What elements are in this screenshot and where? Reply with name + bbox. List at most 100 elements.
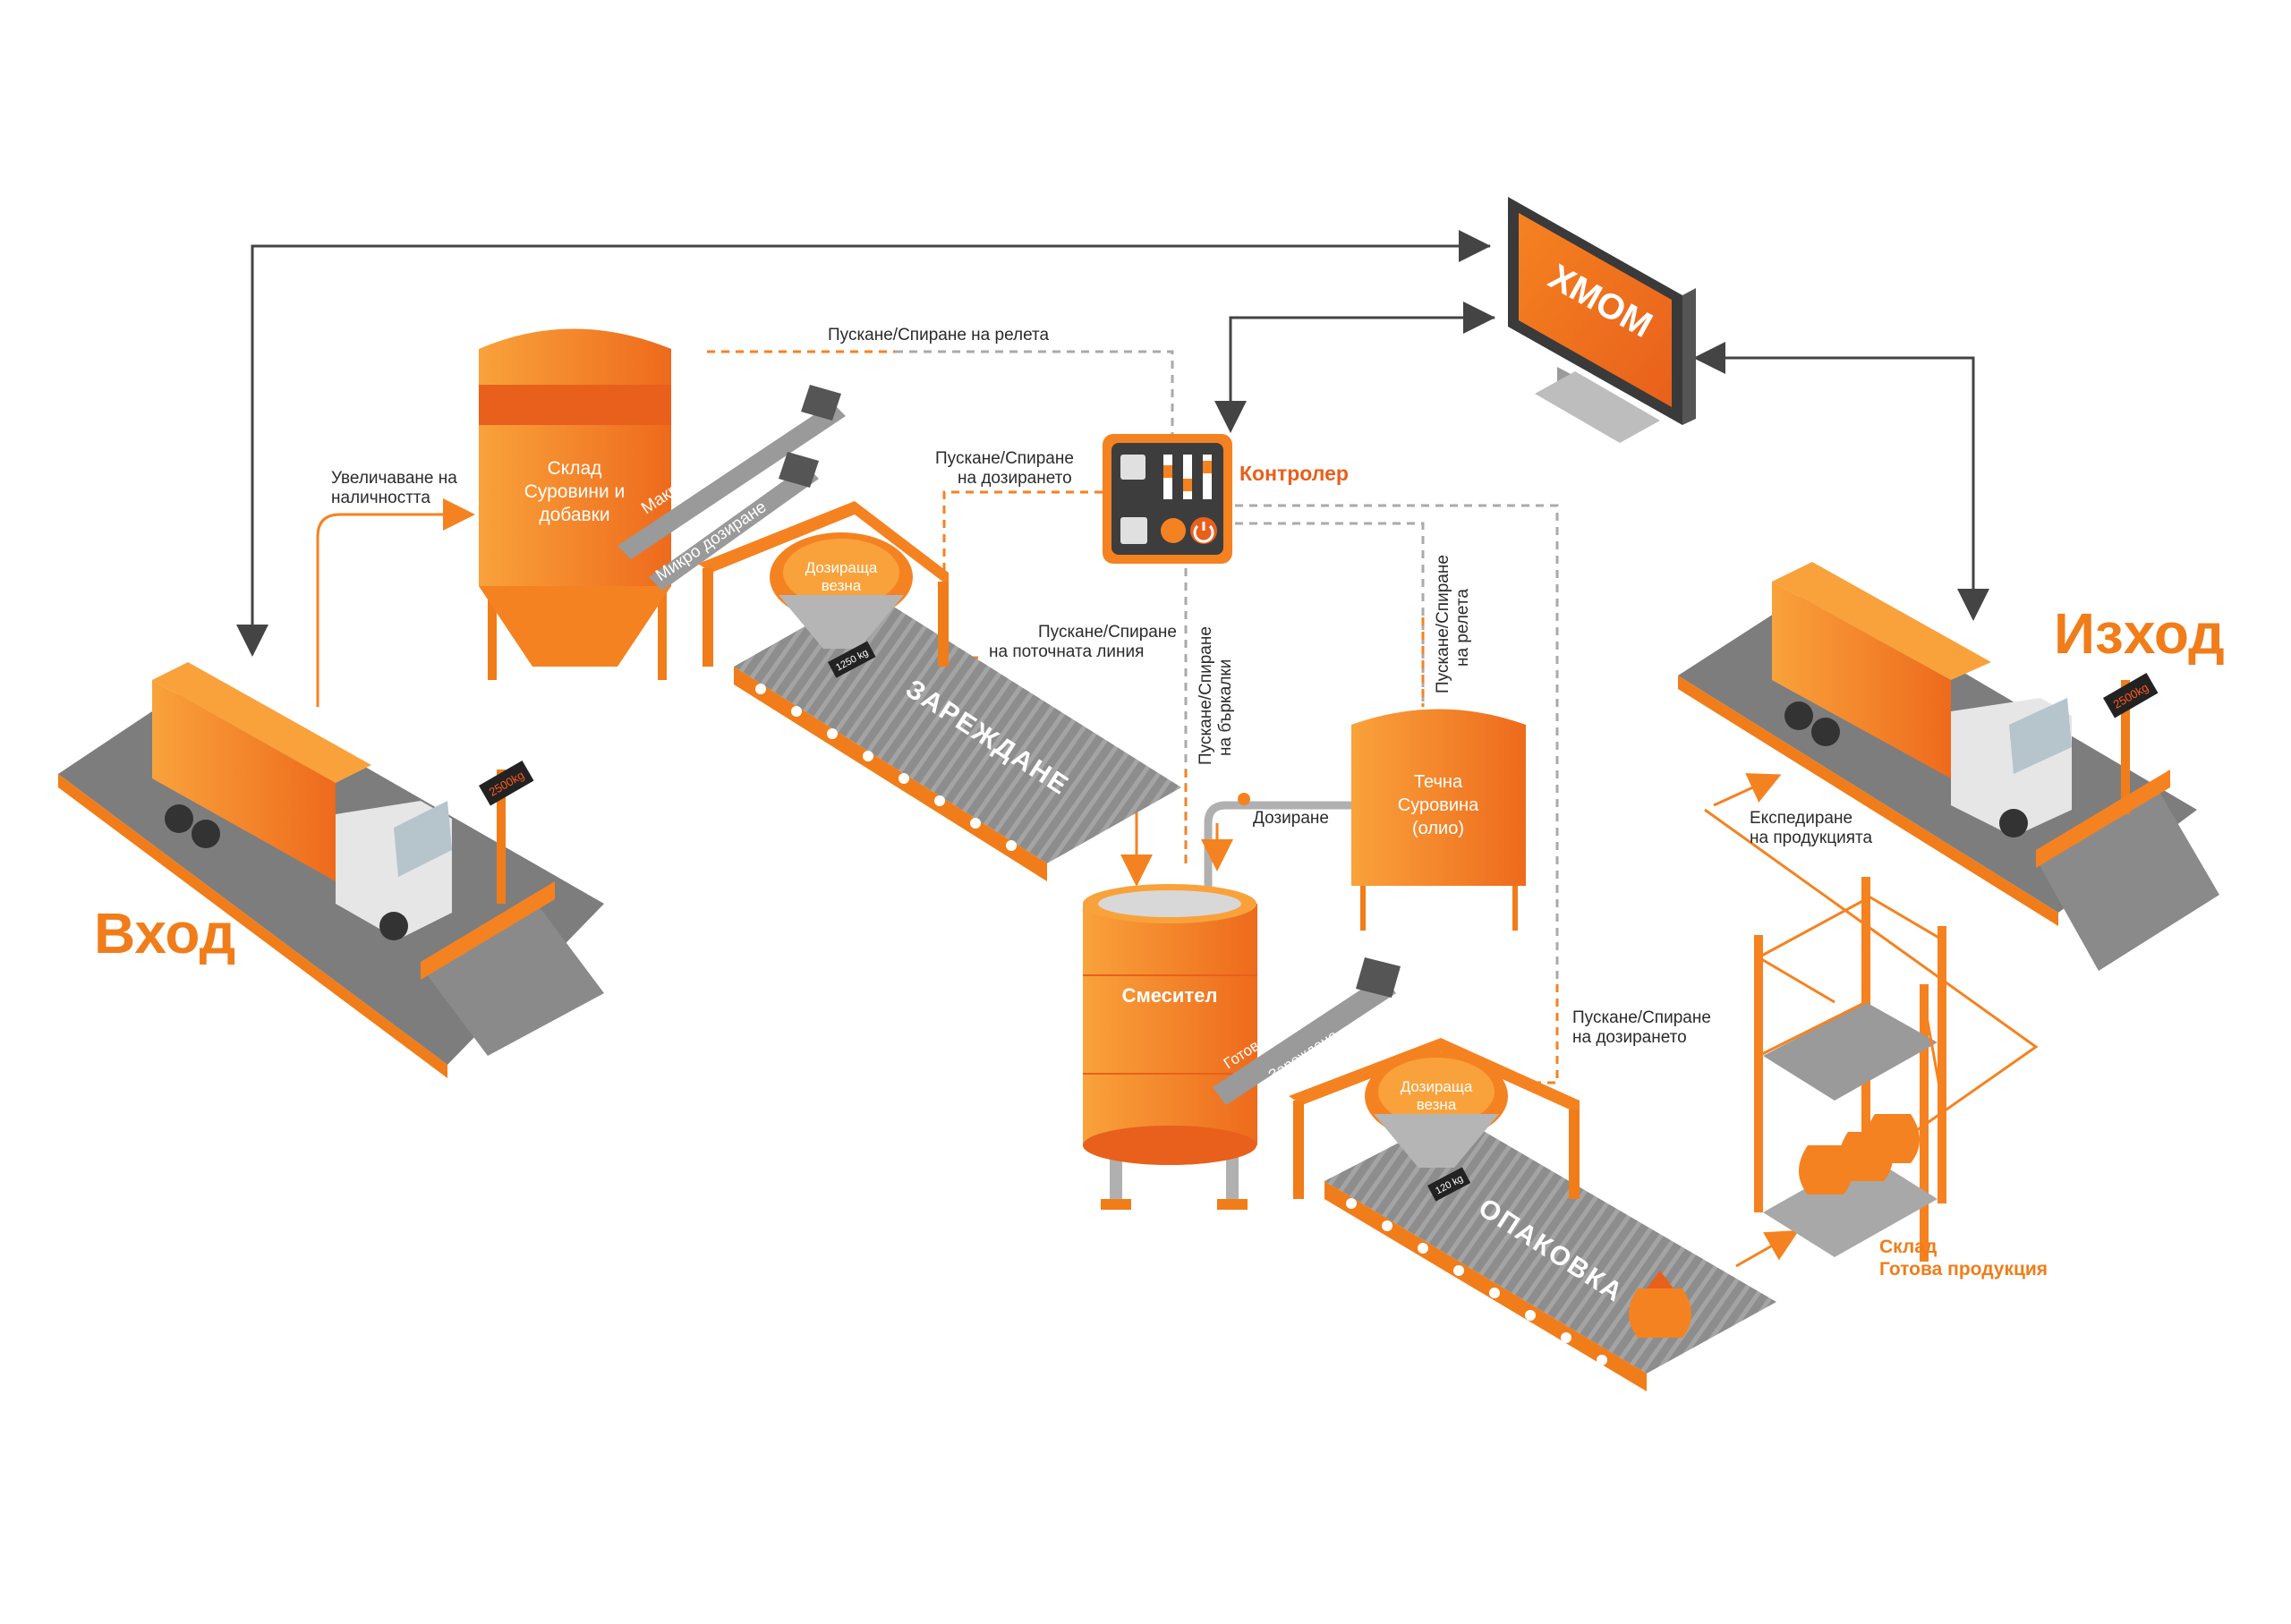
tank-label-3: (олио) <box>1412 819 1464 838</box>
loading-conveyor-rollers <box>755 684 1017 851</box>
hmom-monitor-base <box>1535 371 1660 443</box>
label-flow-line-2: на поточната линия <box>989 642 1144 661</box>
rack-shelf-top <box>1763 1002 1938 1101</box>
scale-2-label-2: везна <box>1417 1096 1457 1113</box>
label-mixers-2: на бъркалки <box>1216 659 1235 756</box>
label-relays-side-2: на релета <box>1453 589 1472 667</box>
dash-dosing2 <box>1235 504 1559 984</box>
label-dosing-start-1: Пускане/Спиране <box>935 449 1074 468</box>
controller-dial-icon <box>1161 518 1186 543</box>
controller-button-icon <box>1120 455 1146 480</box>
silo-label-3: добавки <box>539 505 609 525</box>
mixer-label: Смесител <box>1122 984 1218 1007</box>
input-barrier <box>421 881 555 980</box>
scale-2-label-1: Дозираща <box>1401 1078 1473 1095</box>
output-truck-wheel-2 <box>1811 718 1840 746</box>
output-truck-windshield <box>2009 698 2072 774</box>
input-title: Вход <box>94 901 235 965</box>
arrow-to-warehouse <box>1735 1230 1800 1268</box>
mixer-body <box>1083 904 1257 1145</box>
hmom-monitor-screen <box>1519 213 1672 407</box>
warehouse-label-1: Склад <box>1879 1237 1937 1257</box>
label-dosing-start-2: на дозирането <box>958 469 1072 488</box>
tank-leg-2 <box>1512 877 1518 931</box>
output-scale-display: 2500kg <box>2103 673 2159 718</box>
dosing-scale-2: Дозираща везна 120 kg <box>1289 1038 1580 1202</box>
controller-slider-1-knob <box>1163 465 1172 478</box>
input-truck-windshield <box>394 801 452 877</box>
hmom-monitor-side <box>1682 288 1696 425</box>
silo-label-2: Суровини и <box>524 481 626 502</box>
silo-hopper <box>479 586 671 667</box>
arrow-increase-stock <box>316 498 475 707</box>
tank-label-1: Течна <box>1414 772 1463 792</box>
input-truck-wheel-1 <box>165 804 193 833</box>
scale-1-leg-1 <box>703 568 713 667</box>
scale-1-hopper-cone <box>779 595 904 649</box>
product-auger-tube <box>1213 975 1396 1105</box>
rack-bags <box>1799 1114 1920 1195</box>
scale-1-frame-top <box>698 501 949 586</box>
output-truck-station: 2500kg <box>1678 562 2219 971</box>
mixer-foot-2 <box>1217 1199 1248 1210</box>
label-relays-side-1: Пускане/Спиране <box>1434 555 1452 693</box>
input-truck-station: 2500kg <box>58 662 604 1078</box>
mixer: Смесител <box>1083 884 1257 1210</box>
rack-post-1 <box>1754 935 1763 1212</box>
controller-grid-icon <box>1120 517 1147 544</box>
scale-2-leg-1 <box>1293 1101 1304 1199</box>
dash-dosing2-orange <box>1521 984 1559 1084</box>
finished-goods-rack <box>1754 877 1946 1262</box>
macro-auger-motor <box>801 385 841 421</box>
label-relays-top: Пускане/Спиране на релета <box>828 326 1050 344</box>
silo-leg-left <box>488 582 497 680</box>
bag-icon-top <box>1647 1271 1674 1288</box>
input-truck-trailer <box>152 680 336 881</box>
bag-icon <box>1629 1288 1691 1338</box>
controller-slider-2-knob <box>1183 479 1192 491</box>
label-shipping-2: на продукцията <box>1750 829 1873 847</box>
input-scale-display: 2500kg <box>479 761 534 806</box>
rack-shelf-bottom <box>1763 1154 1938 1257</box>
dosing-scale-1: Дозираща везна 1250 kg <box>698 501 949 678</box>
controller-slider-2 <box>1183 455 1192 499</box>
input-display-post <box>497 769 506 904</box>
label-increase-stock-2: наличността <box>331 489 430 507</box>
silo-label-1: Склад <box>548 458 602 479</box>
loading-conveyor-side <box>734 667 1047 881</box>
arrow-hmom-to-controller <box>1214 316 1495 433</box>
input-truck-wheel-3 <box>379 912 408 940</box>
product-auger-motor <box>1356 957 1401 998</box>
scale-1-hopper-top <box>783 539 899 607</box>
output-barrier <box>2036 769 2170 868</box>
dash-dosing-to-scale <box>942 490 1103 626</box>
controller-box <box>1103 434 1232 564</box>
output-truck-wheel-3 <box>1999 809 2028 838</box>
input-scale-platform-edge <box>58 774 447 1078</box>
controller-label: Контролер <box>1239 462 1349 485</box>
silo-leg-right <box>658 582 667 680</box>
dash-relays-top-gray <box>895 350 1174 438</box>
input-truck-wheel-2 <box>192 820 220 848</box>
label-increase-stock-1: Увеличаване на <box>331 469 457 488</box>
output-scale-platform-edge <box>1678 676 2058 926</box>
controller-slider-3 <box>1203 455 1212 499</box>
liquid-tank: Течна Суровина (олио) <box>1351 709 1526 931</box>
scale-1-label-1: Дозираща <box>805 559 878 576</box>
input-truck-trailer-top <box>152 662 371 783</box>
controller-power-glyph <box>1193 522 1214 543</box>
scale-2-hopper-cone <box>1374 1114 1499 1168</box>
label-flow-line-1: Пускане/Спиране <box>1038 623 1177 642</box>
micro-auger <box>649 465 819 591</box>
scale-1-label-2: везна <box>822 577 862 594</box>
packing-conveyor-rollers <box>1346 1198 1607 1365</box>
mixer-foot-1 <box>1101 1199 1131 1210</box>
scale-1-leg-2 <box>938 582 949 667</box>
control-arrows <box>236 230 1989 657</box>
label-dosing2-2: на дозирането <box>1572 1028 1687 1047</box>
micro-auger-motor <box>779 452 819 488</box>
scale-2-leg-2 <box>1569 1110 1580 1199</box>
mixer-opening <box>1098 890 1241 917</box>
